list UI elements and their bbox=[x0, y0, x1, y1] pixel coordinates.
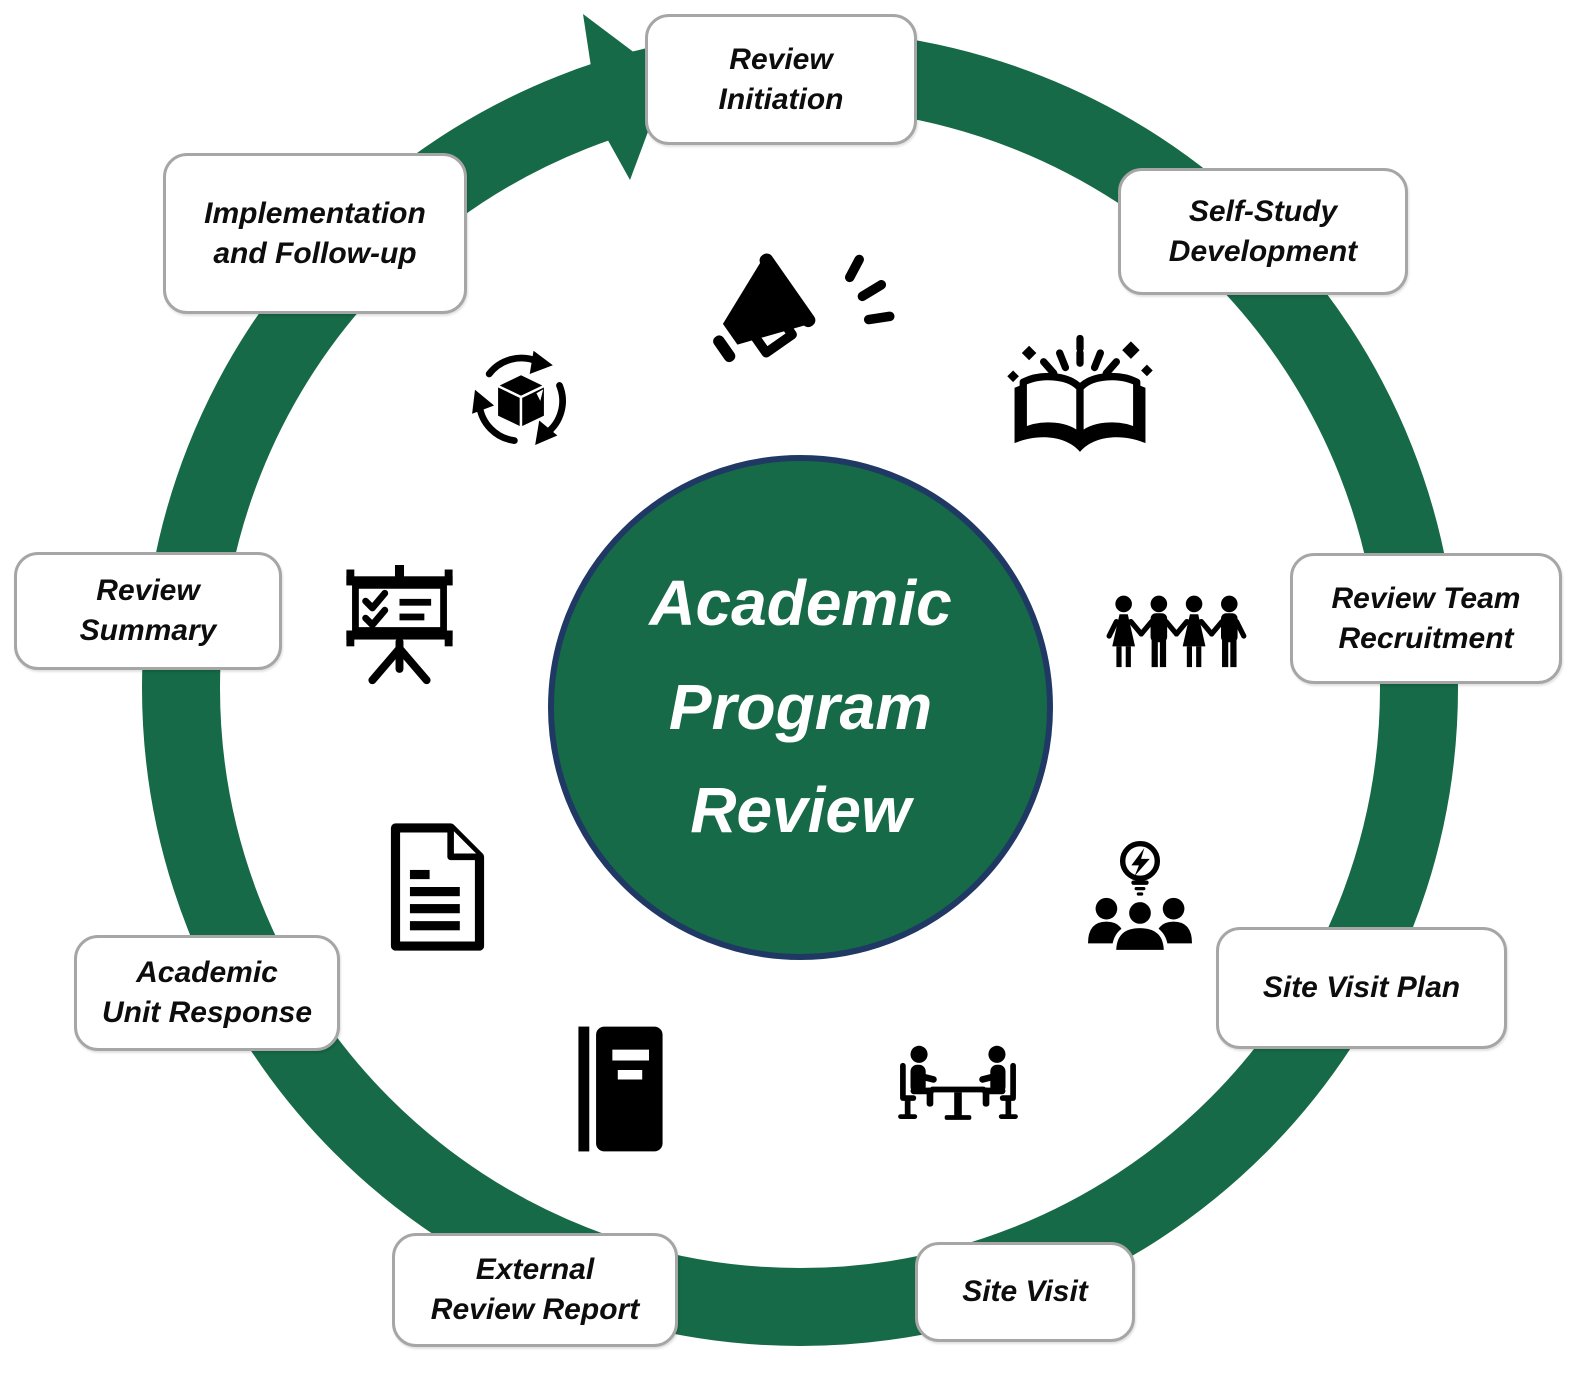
stage-label-line: Recruitment bbox=[1338, 621, 1514, 655]
team-idea-lightbulb-icon bbox=[1088, 840, 1192, 955]
stage-box-self-study-development: Self-Study Development bbox=[1118, 168, 1408, 295]
stage-box-site-visit: Site Visit bbox=[915, 1242, 1135, 1342]
stage-box-review-initiation: Review Initiation bbox=[645, 14, 917, 145]
notebook-icon bbox=[578, 1026, 663, 1152]
stage-label-line: Implementation bbox=[204, 196, 426, 230]
stage-label-line: Self-Study bbox=[1188, 194, 1338, 228]
meeting-table-icon bbox=[898, 1045, 1018, 1120]
package-cycle-icon bbox=[472, 350, 566, 445]
stage-box-external-review-report: External Review Report bbox=[392, 1233, 678, 1347]
center-circle: Academic Program Review bbox=[548, 455, 1053, 960]
people-group-icon bbox=[1106, 595, 1247, 668]
stage-label-line: Unit Response bbox=[101, 996, 313, 1029]
stage-box-review-team-recruitment: Review Team Recruitment bbox=[1290, 553, 1562, 684]
stage-label-line: Site Visit Plan bbox=[1262, 971, 1461, 1005]
stage-box-site-visit-plan: Site Visit Plan bbox=[1216, 927, 1507, 1049]
stage-label-line: Summary bbox=[79, 614, 217, 647]
cycle-arrowhead bbox=[583, 14, 668, 180]
stage-label-line: External bbox=[475, 1253, 595, 1287]
stage-label-line: Review Team bbox=[1331, 581, 1521, 615]
stage-label-line: Review bbox=[729, 42, 833, 76]
presentation-checklist-icon bbox=[346, 565, 453, 685]
stage-box-academic-unit-response: Academic Unit Response bbox=[74, 935, 340, 1051]
open-book-sparkles-icon bbox=[1007, 334, 1153, 452]
stage-label-line: Review Report bbox=[430, 1293, 640, 1326]
stage-label-line: Review bbox=[96, 574, 200, 608]
stage-box-implementation-follow-up: Implementation and Follow-up bbox=[163, 153, 467, 314]
stage-label-line: Initiation bbox=[718, 82, 844, 116]
stage-label-line: Site Visit bbox=[962, 1275, 1088, 1309]
stage-label-line: Development bbox=[1168, 234, 1358, 268]
stage-box-review-summary: Review Summary bbox=[14, 552, 282, 670]
stage-label-line: Academic bbox=[136, 956, 278, 990]
center-title-line: Review bbox=[690, 774, 911, 847]
document-icon bbox=[390, 823, 485, 951]
center-title-line: Program bbox=[668, 670, 933, 743]
center-title-line: Academic bbox=[649, 566, 952, 639]
megaphone-icon bbox=[713, 253, 895, 363]
stage-label-line: and Follow-up bbox=[213, 236, 417, 270]
